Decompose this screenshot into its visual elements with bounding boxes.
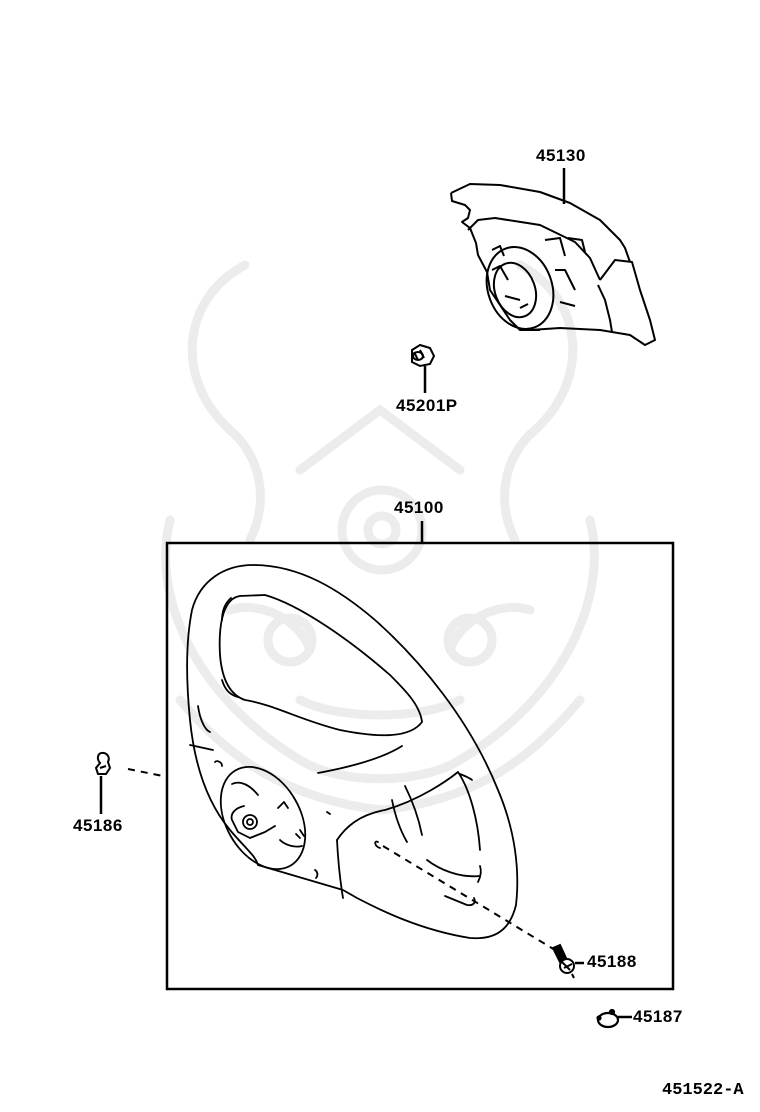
part-45188-screw-drawing: [551, 943, 575, 979]
watermark-logo: [161, 260, 599, 815]
part-label-45201P[interactable]: 45201P: [396, 396, 458, 415]
diagram-code: 451522-A: [662, 1081, 744, 1100]
part-label-45100[interactable]: 45100: [394, 498, 444, 517]
part-45130-horn-pad-drawing: [450, 183, 656, 346]
part-label-45188[interactable]: 45188: [587, 952, 637, 971]
leader-45188-dashed: [382, 845, 556, 951]
leader-45186-dashed: [127, 768, 164, 777]
part-45186-clip-drawing: [94, 751, 112, 775]
part-label-45130[interactable]: 45130: [536, 146, 586, 165]
part-45100-assembly-box: [165, 541, 675, 991]
part-45201P-nut-drawing: [411, 343, 436, 368]
part-45187-ring-drawing: [596, 1008, 620, 1029]
part-45100-steering-wheel-drawing: [186, 564, 519, 940]
part-label-45187[interactable]: 45187: [633, 1007, 683, 1026]
part-label-45186[interactable]: 45186: [73, 816, 123, 835]
